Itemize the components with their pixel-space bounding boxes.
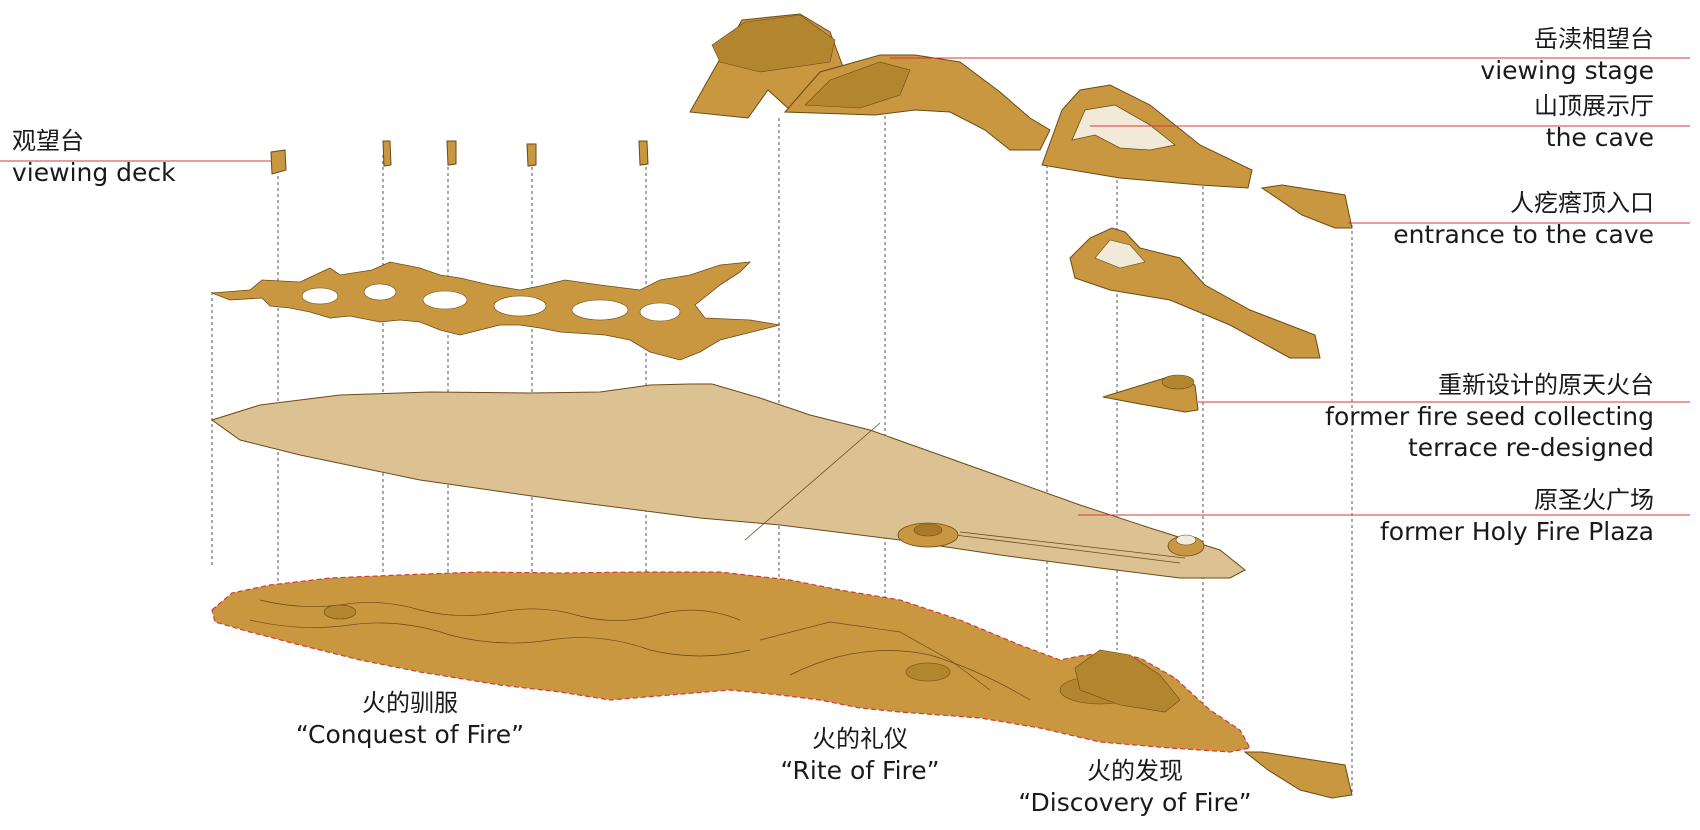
viewing-stage-shape [689,13,1051,151]
viewing-stage-label: 岳渎相望台 viewing stage [1480,24,1654,86]
the-cave-shape [1041,84,1253,189]
fire-terrace-en-line2: terrace re-designed [1407,433,1654,462]
rite-zh: 火的礼仪 [812,725,908,753]
cave-entrance-label: 人疙瘩顶入口 entrance to the cave [1393,188,1654,250]
the-cave-en: the cave [1545,123,1654,152]
conquest-en: “Conquest of Fire” [295,720,525,749]
cave-entrance-en: entrance to the cave [1393,220,1654,249]
viewing-stage-zh: 岳渎相望台 [1534,25,1654,53]
discovery-en: “Discovery of Fire” [1018,788,1252,817]
cave-network-shape [211,261,781,361]
conquest-label: 火的驯服 “Conquest of Fire” [270,688,550,750]
viewing-deck-en: viewing deck [12,158,176,187]
viewing-deck-label: 观望台 viewing deck [12,126,176,188]
assembled-terrain [211,571,1353,799]
cave-body-shape [1069,227,1321,359]
conquest-zh: 火的驯服 [362,689,458,717]
the-cave-label: 山顶展示厅 the cave [1534,91,1654,153]
holy-fire-plaza-layer [210,383,1246,579]
cave-entrance-shape [1260,184,1353,229]
fire-terrace-en-line1: former fire seed collecting [1325,402,1654,431]
rite-label: 火的礼仪 “Rite of Fire” [720,724,1000,786]
cave-entrance-zh: 人疙瘩顶入口 [1510,189,1654,217]
viewing-stage-en: viewing stage [1480,56,1654,85]
rite-en: “Rite of Fire” [780,756,940,785]
viewing-deck-posts [270,140,649,175]
viewing-deck-zh: 观望台 [12,127,84,155]
fire-terrace-shape [1102,374,1199,413]
holy-fire-plaza-en: former Holy Fire Plaza [1379,517,1654,546]
leader-lines [0,57,1690,516]
holy-fire-plaza-label: 原圣火广场 former Holy Fire Plaza [1380,485,1654,547]
holy-fire-plaza-zh: 原圣火广场 [1534,486,1654,514]
discovery-label: 火的发现 “Discovery of Fire” [975,756,1295,818]
discovery-zh: 火的发现 [1087,757,1183,785]
fire-terrace-zh: 重新设计的原天火台 [1438,371,1654,399]
fire-terrace-label: 重新设计的原天火台 former fire seed collecting te… [1325,370,1654,463]
the-cave-zh: 山顶展示厅 [1534,92,1654,120]
